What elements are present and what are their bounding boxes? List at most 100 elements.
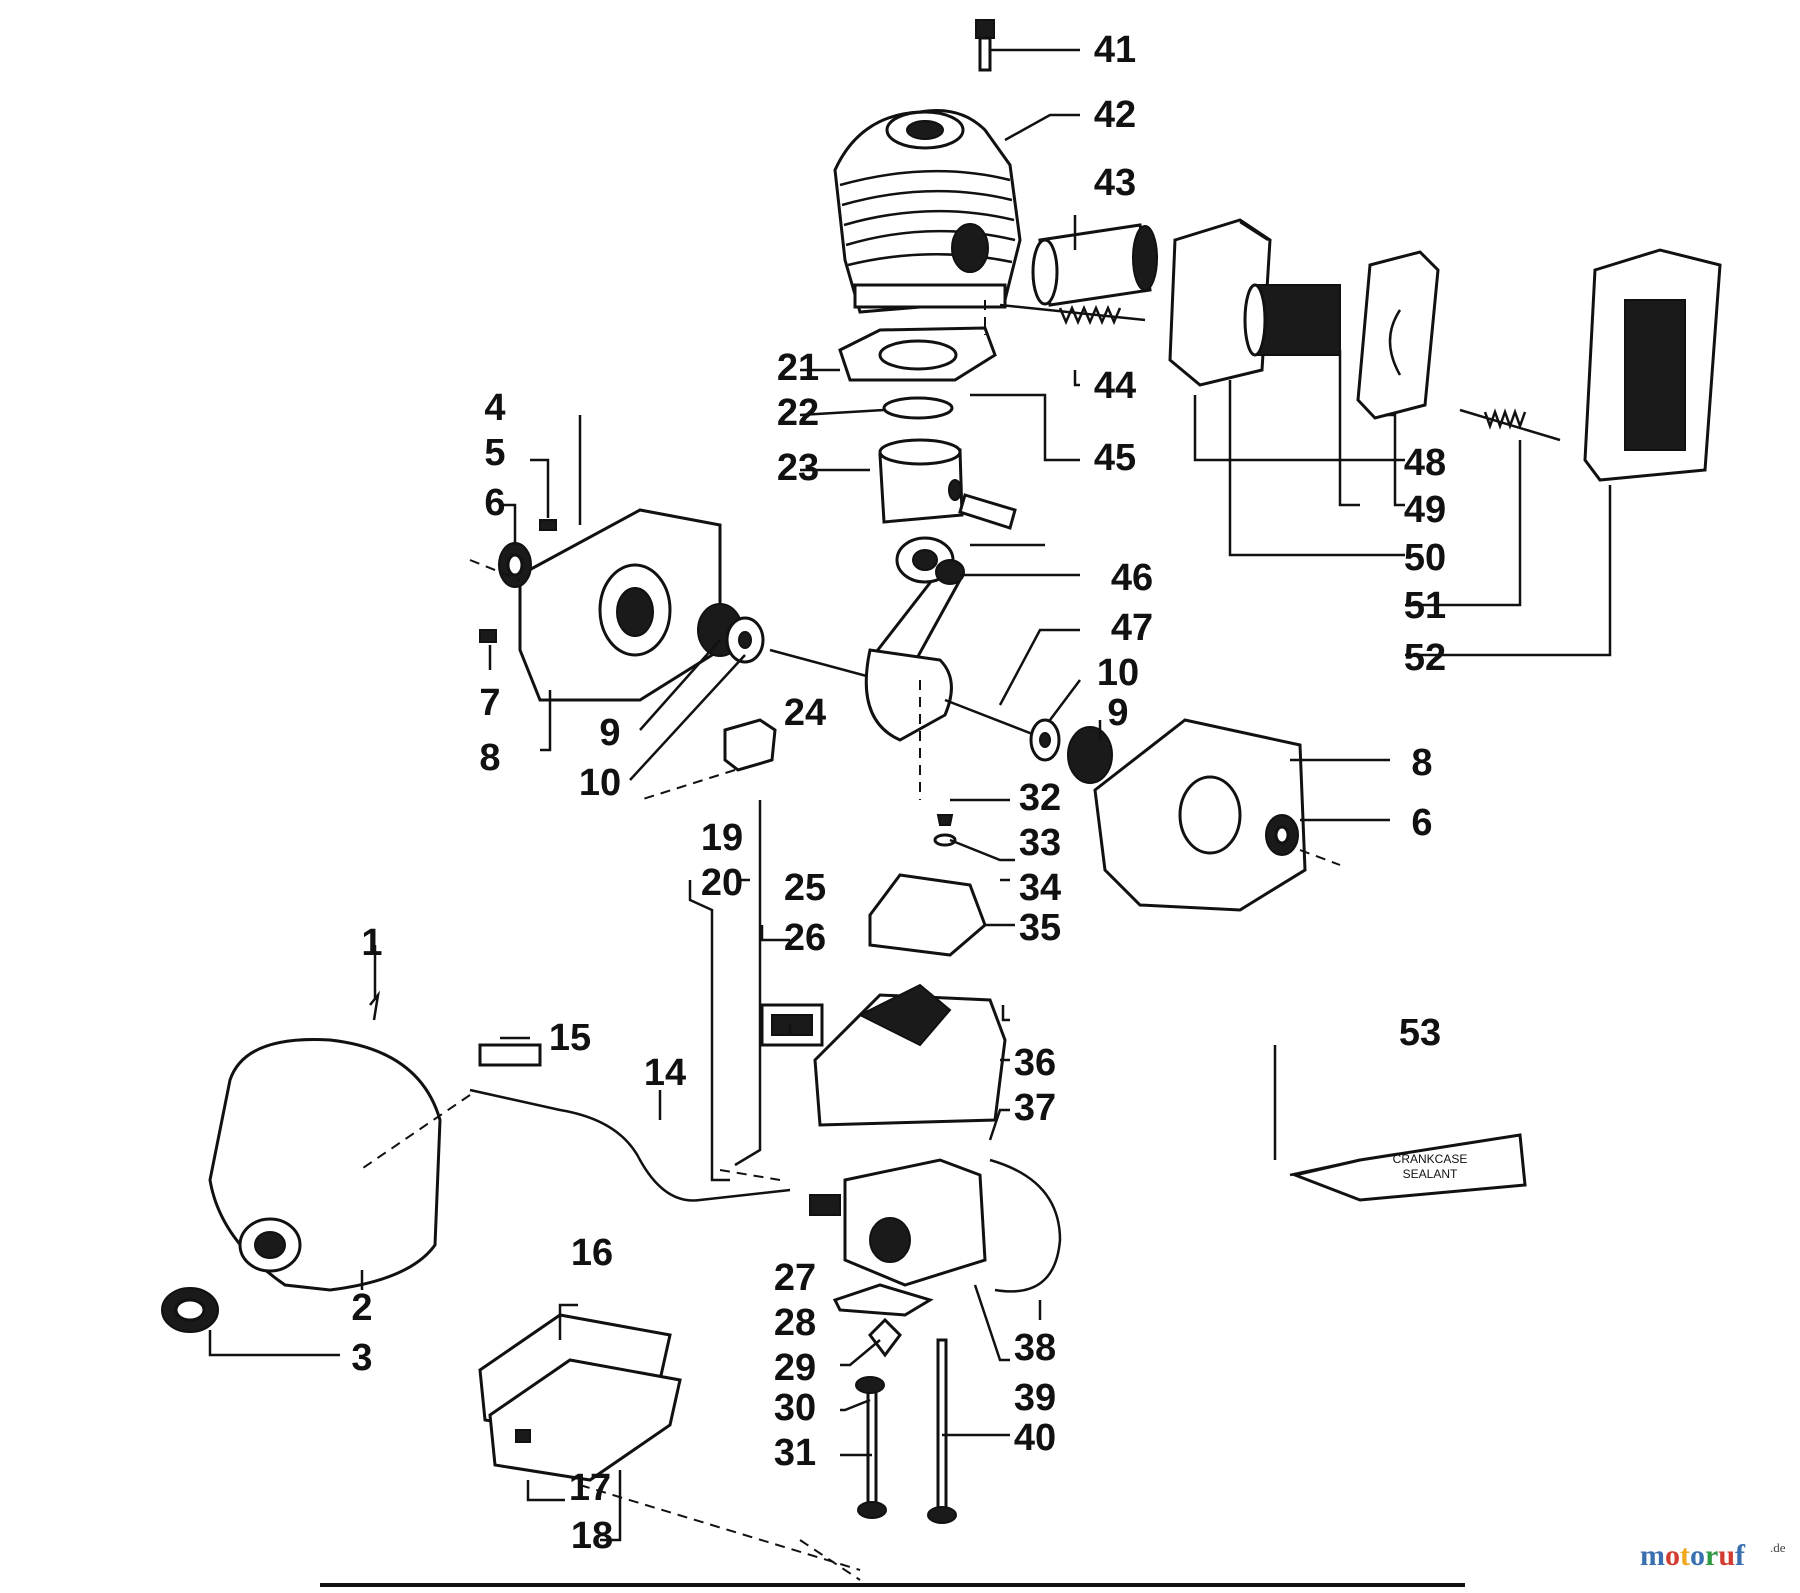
part-drawings: CRANKCASE SEALANT (161, 19, 1722, 1587)
watermark: motoruf .de (1640, 1539, 1786, 1572)
callout-c34: 34 (1019, 867, 1061, 909)
gasket-18-part (488, 1358, 682, 1482)
rod-20-part (688, 880, 730, 1182)
watermark-letter-3: o (1690, 1539, 1705, 1572)
exhaust-tube-part (1031, 223, 1158, 307)
filter-screen-part (1243, 283, 1341, 357)
sealant-tube-part (1289, 1133, 1527, 1202)
fuel-line-14-part (469, 1088, 791, 1202)
callout-c46: 46 (1111, 557, 1153, 599)
callout-c26: 26 (784, 917, 826, 959)
callout-c38: 38 (1014, 1327, 1056, 1369)
piston-pin-part (958, 493, 1017, 530)
intake-adapter-part (813, 983, 1007, 1127)
spring-44-part (999, 303, 1146, 326)
callout-c25: 25 (784, 867, 826, 909)
nut-30-part (855, 1376, 885, 1394)
callout-c14: 14 (644, 1052, 686, 1094)
fuel-tank-part (208, 1038, 442, 1292)
cover-plate-part (1583, 248, 1722, 482)
watermark-letter-4: r (1705, 1539, 1718, 1572)
watermark-letter-6: f (1735, 1539, 1746, 1572)
callout-c31: 31 (774, 1432, 816, 1474)
long-bolt-31-part (857, 1378, 887, 1519)
callout-c5: 5 (484, 432, 505, 474)
callout-c8: 8 (479, 737, 500, 779)
spring-51-part (1459, 408, 1561, 442)
callout-c33: 33 (1019, 822, 1061, 864)
callout-c35: 35 (1019, 907, 1061, 949)
callout-c10: 10 (579, 762, 621, 804)
callout-c6b: 6 (1411, 802, 1432, 844)
callout-c21: 21 (777, 347, 819, 389)
screw-7-part (479, 629, 497, 643)
watermark-letter-5: u (1718, 1539, 1735, 1572)
crankcase-left-part (518, 508, 722, 702)
callout-c32: 32 (1019, 777, 1061, 819)
carburetor-part (809, 1158, 987, 1287)
washer-10-left-part (725, 616, 765, 664)
washer-33-part (933, 833, 957, 847)
callout-c36: 36 (1014, 1042, 1056, 1084)
callout-c4: 4 (484, 387, 505, 429)
callout-c37: 37 (1014, 1087, 1056, 1129)
screw-32-part (936, 814, 954, 826)
seal-6-right-part (1265, 814, 1299, 856)
block-19-part (723, 718, 777, 772)
callout-c51: 51 (1404, 585, 1446, 627)
callout-c28: 28 (774, 1302, 816, 1344)
seal-6-left-part (498, 542, 532, 588)
screw-17-part (515, 1429, 531, 1443)
callout-c6: 6 (484, 482, 505, 524)
callout-c17: 17 (569, 1467, 611, 1509)
callout-c23: 23 (777, 447, 819, 489)
screw-5-part (539, 519, 557, 531)
callout-c44: 44 (1094, 365, 1136, 407)
fuel-line-38-part (989, 1158, 1062, 1293)
callout-c41: 41 (1094, 29, 1136, 71)
callout-c15: 15 (549, 1017, 591, 1059)
callout-c49: 49 (1404, 489, 1446, 531)
callout-c10b: 10 (1097, 652, 1139, 694)
reed-plate-35-part (868, 873, 987, 957)
fuel-filter-15-part (478, 1043, 542, 1067)
callout-c42: 42 (1094, 94, 1136, 136)
callout-c16: 16 (571, 1232, 613, 1274)
callout-c48: 48 (1404, 442, 1446, 484)
callout-c19: 19 (701, 817, 743, 859)
cylinder-part (833, 108, 1022, 314)
callout-c52: 52 (1404, 637, 1446, 679)
long-bolt-40-part (927, 1338, 957, 1524)
rod-25-part (734, 800, 762, 1167)
callout-c27: 27 (774, 1257, 816, 1299)
washer-10-right-part (1029, 718, 1061, 762)
callout-c50: 50 (1404, 537, 1446, 579)
callout-c18: 18 (571, 1515, 613, 1557)
piston-part (878, 438, 964, 524)
crankcase-right-part (1093, 718, 1307, 912)
callout-c3: 3 (351, 1337, 372, 1379)
callout-numbers: 1234567891068910141516171819202122232425… (351, 29, 1446, 1557)
sealant-tube-label-line1: CRANKCASE (1393, 1152, 1468, 1166)
air-cleaner-cover-part (1168, 218, 1272, 387)
watermark-suffix: .de (1770, 1540, 1786, 1555)
needle-bearing-46-part (935, 559, 965, 585)
callout-c20: 20 (701, 862, 743, 904)
callout-c29: 29 (774, 1347, 816, 1389)
fuel-cap-part (161, 1287, 219, 1333)
callout-c2: 2 (351, 1287, 372, 1329)
plate-28-part (832, 1283, 934, 1317)
callout-c30: 30 (774, 1387, 816, 1429)
watermark-letter-0: m (1640, 1539, 1665, 1572)
callout-c1: 1 (361, 922, 382, 964)
callout-c7: 7 (479, 682, 500, 724)
callout-c40: 40 (1014, 1417, 1056, 1459)
watermark-letter-2: t (1680, 1539, 1690, 1572)
callout-c9b: 9 (1107, 692, 1128, 734)
cylinder-gasket-part (838, 326, 997, 382)
callout-c24: 24 (784, 692, 826, 734)
bracket-29-part (868, 1317, 902, 1358)
tank-vent-1-part (369, 990, 380, 1021)
